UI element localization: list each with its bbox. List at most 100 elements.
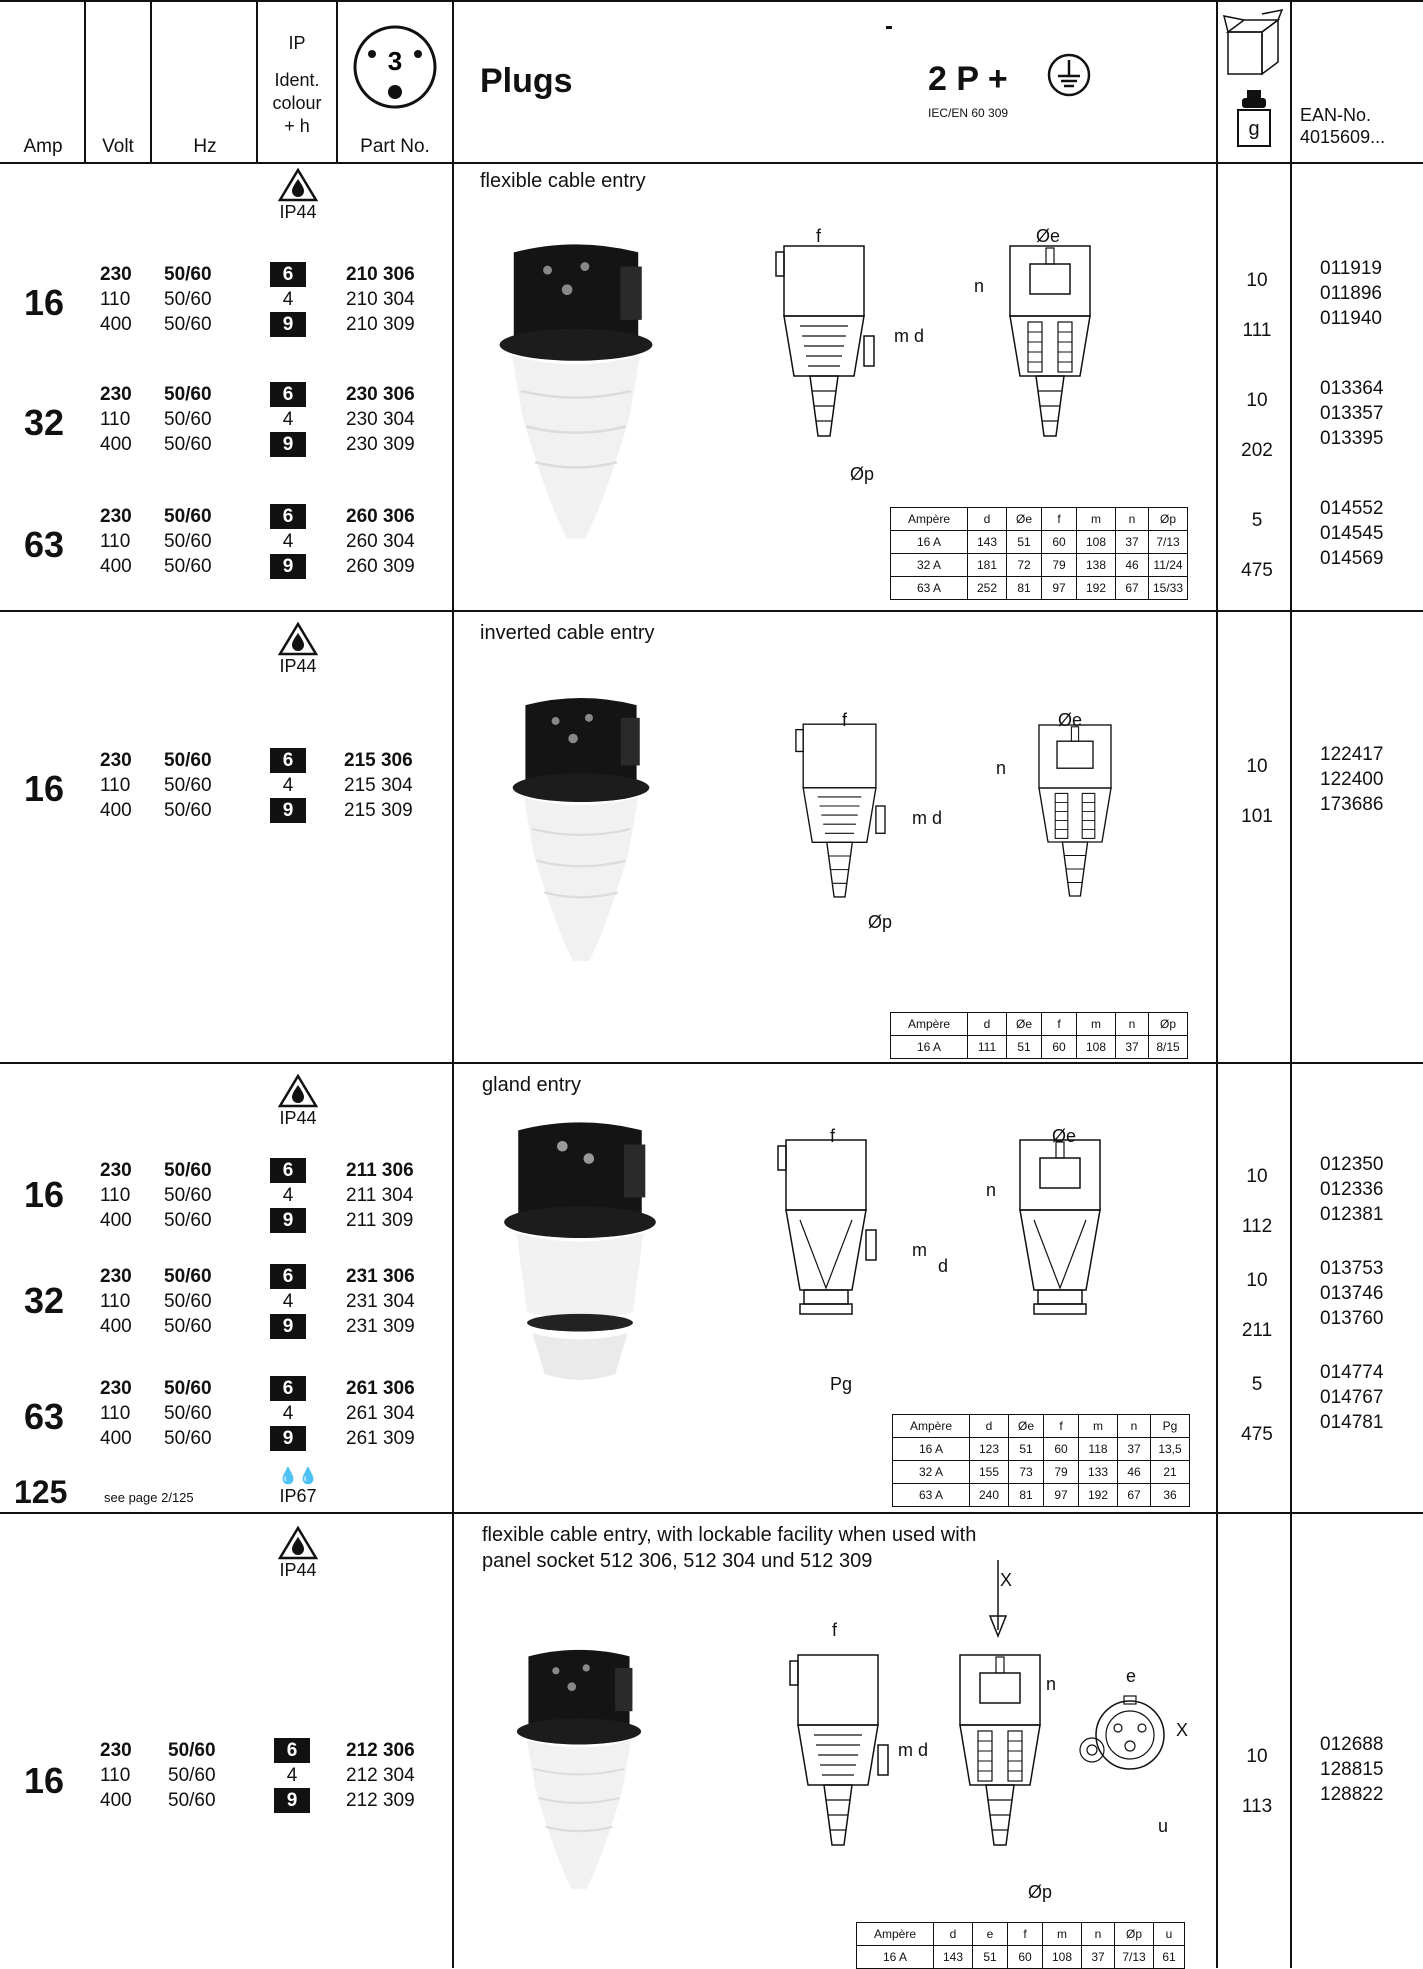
section-3-ip-label: IP44 [279,1108,317,1128]
section-3-bottom-rule [0,1512,1423,1514]
dim-cell: 73 [1008,1460,1044,1484]
section-4-ip-label: IP44 [279,1560,317,1580]
dim-cell: 37 [1117,1437,1151,1461]
top-rule [0,0,1423,2]
front-view-drawing [950,1630,1050,1860]
colour-code: 9 [270,312,306,337]
dim-cell: 32 A [890,553,968,577]
ean-code: 012336 [1320,1179,1384,1200]
volt-value: 230 [100,506,132,527]
hz-value: 50/60 [164,1378,212,1399]
header-amp: Amp [23,136,63,157]
hz-value: 50/60 [164,1428,212,1449]
dim-cell: 15/33 [1148,576,1188,600]
pack-weight: 475 [1241,560,1273,581]
front-view-drawing [1000,226,1100,446]
package-box-icon [1222,8,1286,83]
dim-cell: 108 [1042,1945,1082,1969]
colour-code: 4 [282,775,294,796]
part-number: 215 309 [344,800,413,821]
dim-label-e: e [1126,1666,1137,1686]
dim-header: f [1041,507,1077,531]
weight-icon: g [1234,88,1274,150]
pack-qty: 10 [1246,390,1268,411]
hz-value: 50/60 [164,434,212,455]
divider-hz-ip [256,0,258,162]
hz-value: 50/60 [164,1316,212,1337]
dim-cell: 8/15 [1148,1035,1188,1059]
header-ip-line-4: + h [284,116,310,136]
section-2-ip-rating: IP44 [268,622,328,677]
amp-63: 63 [24,1396,65,1437]
page-title: Plugs [480,62,573,100]
dim-cell: 51 [1006,1035,1042,1059]
dim-header: e [972,1922,1008,1946]
dim-label-f: f [832,1620,838,1640]
dim-label-n: n [996,758,1007,778]
dash-mark [886,26,892,29]
volt-value: 400 [100,1790,132,1811]
section-2-title: inverted cable entry [480,622,655,644]
ean-code: 012381 [1320,1204,1384,1225]
dim-header: Øp [1148,1012,1188,1036]
colour-code: 9 [270,432,306,457]
colour-code: 4 [282,1185,294,1206]
dim-cell: 181 [967,553,1007,577]
dim-cell: 60 [1041,1035,1077,1059]
volt-value: 400 [100,1428,132,1449]
dim-header: d [967,507,1007,531]
dim-cell: 79 [1043,1460,1079,1484]
dim-header: m [1076,1012,1116,1036]
colour-code: 9 [270,1208,306,1233]
dim-cell: 143 [967,530,1007,554]
dim-header: f [1041,1012,1077,1036]
volt-value: 400 [100,1316,132,1337]
dim-cell: 143 [933,1945,973,1969]
colour-code: 6 [270,504,306,529]
dim-header: Ampère [892,1414,970,1438]
weight-unit: g [1248,118,1260,140]
ean-code: 122417 [1320,744,1384,765]
section-3-ip-rating: IP44 [268,1074,328,1129]
hz-value: 50/60 [164,1160,212,1181]
ean-code: 013395 [1320,428,1384,449]
amp-125: 125 [14,1474,68,1510]
part-number: 260 304 [346,531,415,552]
dim-cell: 16 A [892,1437,970,1461]
dim-header: n [1081,1922,1115,1946]
dim-header: Øp [1114,1922,1154,1946]
divider-pack-ean [1290,0,1292,1968]
section-1-ip-label: IP44 [279,202,317,222]
dim-label-m: m [912,1240,927,1260]
hz-value: 50/60 [164,314,212,335]
part-number: 215 304 [344,775,413,796]
dim-cell: 16 A [890,530,968,554]
ean-code: 011896 [1320,283,1382,304]
pack-weight: 475 [1241,1424,1273,1445]
volt-value: 400 [100,556,132,577]
part-number: 260 306 [346,506,415,527]
side-view-drawing [772,1120,892,1340]
ean-header-line-1: EAN-No. [1300,105,1372,125]
volt-value: 110 [100,1291,131,1312]
dim-cell: 81 [1008,1483,1044,1507]
dim-label-d: d [938,1256,949,1276]
volt-value: 400 [100,314,132,335]
dim-label-n: n [986,1180,997,1200]
part-number: 261 306 [346,1378,415,1399]
ean-code: 013364 [1320,378,1384,399]
